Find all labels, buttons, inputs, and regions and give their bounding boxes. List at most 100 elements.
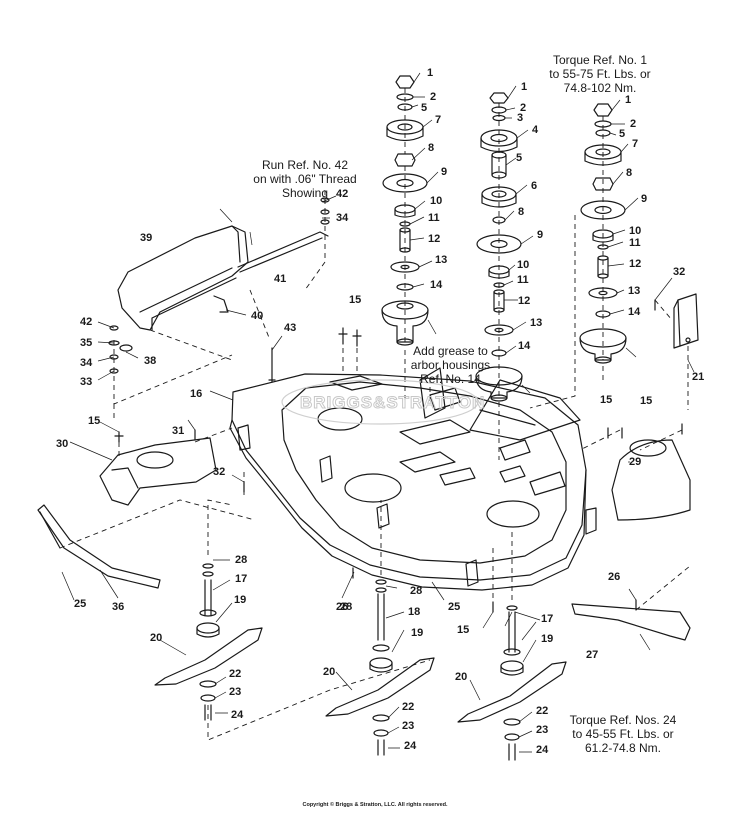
callout-20: 20 — [150, 632, 162, 644]
callout-15: 15 — [640, 395, 652, 407]
callout-15: 15 — [600, 394, 612, 406]
callout-32: 32 — [213, 466, 225, 478]
callout-9: 9 — [441, 166, 447, 178]
callout-23: 23 — [229, 686, 241, 698]
callout-12: 12 — [518, 295, 530, 307]
callout-17: 17 — [235, 573, 247, 585]
callout-26: 26 — [336, 601, 348, 613]
callout-14: 14 — [518, 340, 531, 352]
callout-10: 10 — [629, 225, 641, 237]
callout-9: 9 — [537, 229, 543, 241]
torque-note-ref-24: Torque Ref. Nos. 24 to 45-55 Ft. Lbs. or… — [569, 713, 677, 755]
callout-16: 16 — [190, 388, 202, 400]
callout-17: 17 — [541, 613, 553, 625]
callout-22: 22 — [536, 705, 548, 717]
left-blade-assembly — [154, 563, 263, 721]
callout-1: 1 — [625, 94, 631, 106]
callout-13: 13 — [530, 317, 542, 329]
callout-14: 14 — [628, 306, 641, 318]
rod-41 — [237, 231, 329, 273]
callout-33: 33 — [80, 376, 92, 388]
callout-42: 42 — [336, 188, 348, 200]
callout-7: 7 — [632, 138, 638, 150]
callout-5: 5 — [421, 102, 427, 114]
callout-11: 11 — [428, 212, 440, 224]
callout-2: 2 — [630, 118, 636, 130]
callout-6: 6 — [531, 180, 537, 192]
callout-25: 25 — [448, 601, 460, 613]
callout-39: 39 — [140, 232, 152, 244]
callout-35: 35 — [80, 337, 92, 349]
callout-4: 4 — [532, 124, 539, 136]
callout-30: 30 — [56, 438, 68, 450]
callout-27: 27 — [586, 649, 598, 661]
callout-15: 15 — [88, 415, 100, 427]
callout-15: 15 — [457, 624, 469, 636]
callout-3: 3 — [517, 112, 523, 124]
callout-5: 5 — [516, 152, 522, 164]
callout-9: 9 — [641, 193, 647, 205]
callout-18: 18 — [408, 606, 420, 618]
grease-note-ref-14: Add grease to arbor housings Ref. No. 14 — [410, 344, 491, 386]
copyright-text: Copyright © Briggs & Stratton, LLC. All … — [302, 802, 448, 808]
callout-20: 20 — [323, 666, 335, 678]
callout-7: 7 — [435, 114, 441, 126]
callout-11: 11 — [629, 237, 641, 249]
callout-1: 1 — [521, 81, 527, 93]
callout-20: 20 — [455, 671, 467, 683]
callout-15: 15 — [349, 294, 361, 306]
callout-8: 8 — [518, 206, 524, 218]
mower-deck — [229, 367, 597, 591]
bar-36 — [37, 504, 161, 589]
assembly-lines — [59, 88, 691, 741]
callout-28: 28 — [410, 585, 422, 597]
callout-14: 14 — [430, 279, 443, 291]
callout-41: 41 — [274, 273, 286, 285]
callout-19: 19 — [411, 627, 423, 639]
callout-31: 31 — [172, 425, 184, 437]
callout-34: 34 — [80, 357, 93, 369]
callout-34: 34 — [336, 212, 349, 224]
bracket-40 — [213, 295, 229, 313]
callout-11: 11 — [517, 274, 529, 286]
callout-28: 28 — [340, 601, 352, 613]
callout-13: 13 — [628, 285, 640, 297]
callout-10: 10 — [430, 195, 442, 207]
run-note-ref-42: Run Ref. No. 42 on with .06" Thread Show… — [253, 158, 357, 200]
callout-22: 22 — [402, 701, 414, 713]
callout-32: 32 — [673, 266, 685, 278]
callout-8: 8 — [626, 167, 632, 179]
leader-lines — [61, 72, 695, 753]
callout-2: 2 — [520, 102, 526, 114]
callout-5: 5 — [619, 128, 625, 140]
callout-19: 19 — [234, 594, 246, 606]
callout-24: 24 — [404, 740, 417, 752]
callout-10: 10 — [517, 259, 529, 271]
callout-12: 12 — [428, 233, 440, 245]
center-blade-assembly — [325, 579, 435, 756]
callout-24: 24 — [536, 744, 549, 756]
torque-note-ref-1: Torque Ref. No. 1 to 55-75 Ft. Lbs. or 7… — [549, 53, 651, 95]
callout-numbers: 1257891011121314123456891011121314125789… — [56, 67, 704, 756]
callout-23: 23 — [536, 724, 548, 736]
callout-43: 43 — [284, 322, 296, 334]
callout-23: 23 — [402, 720, 414, 732]
bar-27 — [571, 603, 691, 641]
callout-2: 2 — [430, 91, 436, 103]
callout-40: 40 — [251, 310, 263, 322]
callout-36: 36 — [112, 601, 124, 613]
callout-24: 24 — [231, 709, 244, 721]
callout-21: 21 — [692, 371, 704, 383]
callout-19: 19 — [541, 633, 553, 645]
callout-29: 29 — [629, 456, 641, 468]
callout-1: 1 — [427, 67, 433, 79]
callout-42: 42 — [80, 316, 92, 328]
callout-22: 22 — [229, 668, 241, 680]
baffle-29 — [611, 439, 691, 521]
hardware-left-stack — [108, 197, 330, 374]
bracket-21 — [673, 293, 699, 349]
baffle-30 — [99, 437, 217, 506]
watermark-logo: BRIGGS&STRATTON — [281, 379, 485, 425]
